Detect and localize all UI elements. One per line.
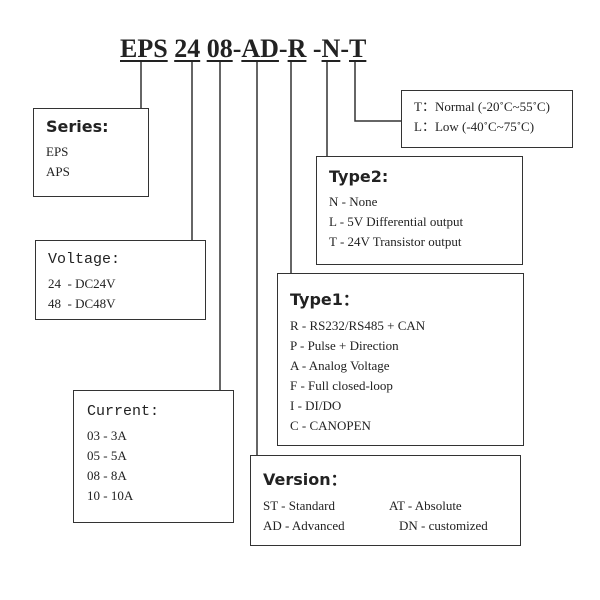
model-code: EPS 24 08-AD-R -N-T: [120, 34, 366, 64]
temp-item: L：Low (-40˚C~75˚C): [414, 119, 535, 134]
current-item: 03 - 3A: [87, 428, 127, 443]
code-voltage: 24: [174, 34, 201, 63]
voltage-title: Voltage:: [48, 251, 121, 268]
code-series: EPS: [120, 34, 168, 63]
code-version: AD: [241, 34, 279, 63]
type1-item: F - Full closed-loop: [290, 378, 393, 393]
code-current: 08: [206, 34, 233, 63]
type1-item: C - CANOPEN: [290, 418, 371, 433]
version-item: AT - Absolute: [389, 498, 462, 513]
voltage-item: 24 - DC24V: [48, 276, 116, 291]
code-temp: T: [349, 34, 367, 63]
voltage-item: 48 - DC48V: [48, 296, 116, 311]
version-item: DN - customized: [399, 518, 488, 533]
version-title: Version：: [263, 470, 347, 489]
code-separator: -: [340, 34, 349, 63]
type1-box: Type1： R - RS232/RS485 + CAN P - Pulse +…: [277, 273, 524, 446]
current-item: 08 - 8A: [87, 468, 127, 483]
temperature-box: T：Normal (-20˚C~55˚C) L：Low (-40˚C~75˚C): [401, 90, 573, 148]
type1-title: Type1：: [290, 290, 359, 309]
type2-item: N - None: [329, 194, 378, 209]
code-separator: -: [312, 34, 322, 63]
type2-item: T - 24V Transistor output: [329, 234, 462, 249]
current-title: Current:: [87, 403, 160, 420]
code-separator: -: [278, 34, 288, 63]
type1-item: R - RS232/RS485 + CAN: [290, 318, 426, 333]
type2-title: Type2:: [329, 167, 389, 186]
type1-item: P - Pulse + Direction: [290, 338, 399, 353]
voltage-box: Voltage: 24 - DC24V 48 - DC48V: [35, 240, 206, 320]
type2-box: Type2: N - None L - 5V Differential outp…: [316, 156, 523, 265]
series-item: EPS: [46, 144, 69, 159]
type1-item: A - Analog Voltage: [290, 358, 390, 373]
temp-item: T：Normal (-20˚C~55˚C): [414, 99, 550, 114]
code-separator: -: [232, 34, 242, 63]
current-item: 10 - 10A: [87, 488, 134, 503]
series-box: Series: EPS APS: [33, 108, 149, 197]
temp-connector: [354, 62, 401, 122]
series-item: APS: [46, 164, 70, 179]
series-title: Series:: [46, 117, 109, 136]
current-item: 05 - 5A: [87, 448, 127, 463]
version-item: AD - Advanced: [263, 518, 345, 533]
version-box: Version： ST - Standard AT - Absolute AD -…: [250, 455, 521, 546]
type1-item: I - DI/DO: [290, 398, 342, 413]
code-type2: N: [321, 34, 341, 63]
current-box: Current: 03 - 3A 05 - 5A 08 - 8A 10 - 10…: [73, 390, 234, 523]
version-item: ST - Standard: [263, 498, 335, 513]
type2-item: L - 5V Differential output: [329, 214, 464, 229]
code-type1: R: [287, 34, 307, 63]
